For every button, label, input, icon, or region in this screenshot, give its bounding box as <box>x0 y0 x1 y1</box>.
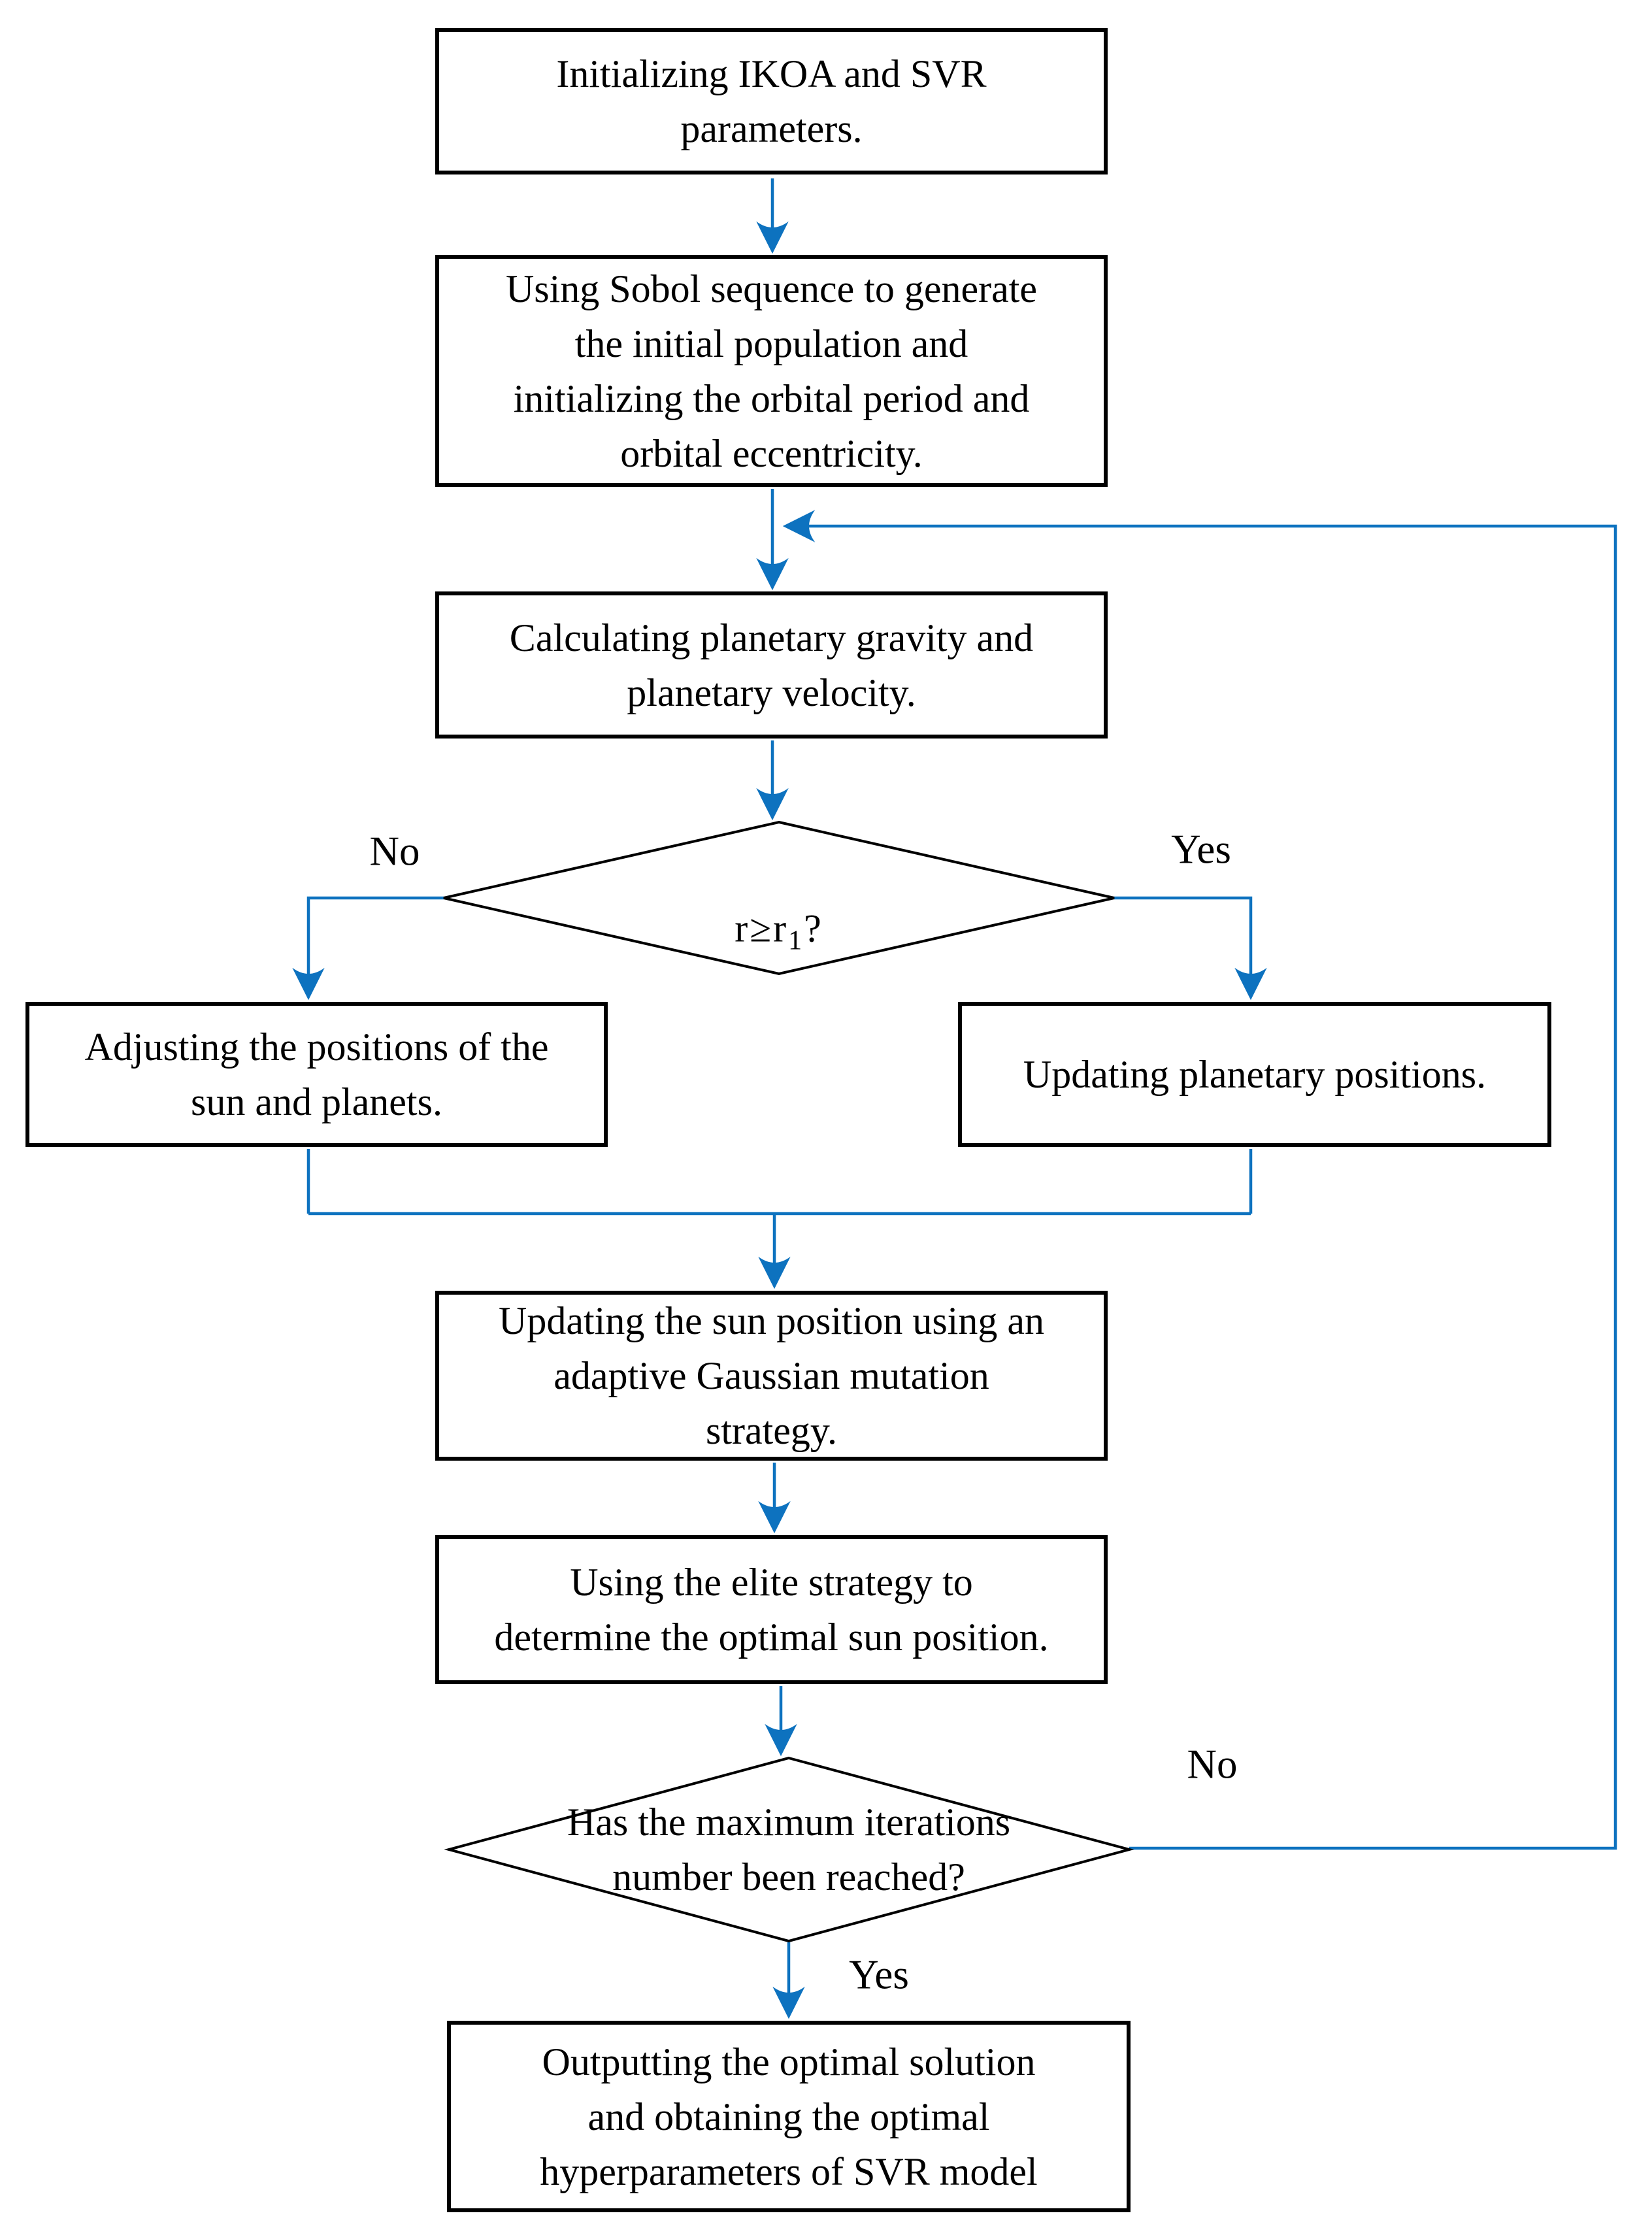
decision1-label-question: ? <box>804 906 823 950</box>
decision2-yes-label: Yes <box>849 1951 909 1998</box>
process-box-elite: Using the elite strategy to determine th… <box>435 1535 1108 1684</box>
decision1-diamond <box>443 820 1115 976</box>
arrow-decision1-no-to-adjust <box>292 896 444 1001</box>
process-box-sobol: Using Sobol sequence to generate the ini… <box>435 255 1108 487</box>
process-box-adjust: Adjusting the positions of the sun and p… <box>25 1002 608 1147</box>
decision2-diamond <box>444 1756 1134 1943</box>
process-box-output: Outputting the optimal solution and obta… <box>447 2021 1131 2212</box>
decision2-no-label: No <box>1187 1741 1238 1787</box>
decision1-label: r≥r1? <box>735 846 823 961</box>
decision2-label: Has the maximum iterations number been r… <box>567 1801 1011 1899</box>
decision1-label-main: r≥r <box>735 906 789 950</box>
decision1-yes-label: Yes <box>1171 826 1231 872</box>
decision1-label-subscript: 1 <box>788 925 804 956</box>
arrow-decision1-yes-to-update <box>1114 896 1267 1001</box>
decision1-no-label: No <box>369 828 420 874</box>
process-box-update-planets: Updating planetary positions. <box>958 1002 1551 1147</box>
process-box-gravity: Calculating planetary gravity and planet… <box>435 591 1108 739</box>
arrow-feedback-loop-no <box>782 510 1617 1850</box>
process-box-init: Initializing IKOA and SVR parameters. <box>435 28 1108 174</box>
process-box-sun-position: Updating the sun position using an adapt… <box>435 1291 1108 1461</box>
